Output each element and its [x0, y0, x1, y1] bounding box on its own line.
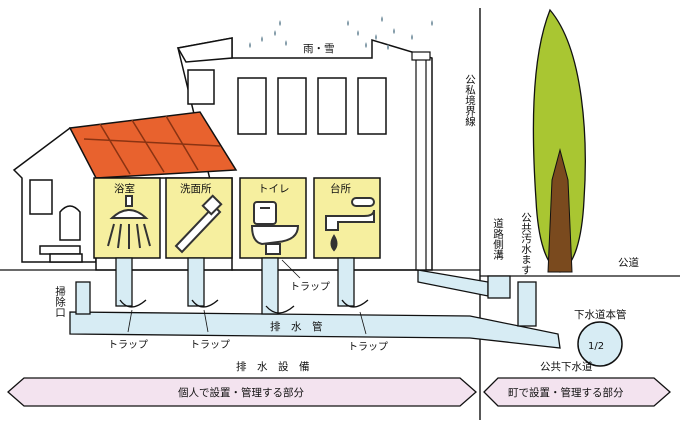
toothbrush-icon: [174, 194, 223, 254]
fixture-washroom: 洗面所: [165, 177, 233, 259]
public-sewer-manhole-label: 公共汚水ます: [520, 212, 532, 275]
faucet-icon: [325, 197, 375, 252]
drain-pipe-label: 排 水 管: [270, 320, 323, 333]
fixture-toilet-label: トイレ: [258, 183, 290, 195]
drain-pipes: [69, 257, 561, 349]
fixture-toilet: トイレ: [239, 177, 307, 259]
fixture-bath: 浴室: [93, 177, 161, 259]
public-sewerage-label: 公共下水道: [540, 360, 593, 373]
trap-label-3: トラップ: [290, 281, 330, 293]
house-roof: [68, 111, 238, 179]
cleanout-label: 掃除口: [54, 285, 66, 317]
boundary-label: 公私境界線: [464, 74, 476, 127]
fixture-washroom-label: 洗面所: [180, 183, 212, 195]
toilet-icon: [250, 201, 300, 255]
main-sewer-pipe: 1/2: [577, 321, 623, 367]
traps: [119, 299, 369, 314]
fixture-panels: 浴室 洗面所 トイレ: [93, 177, 381, 259]
trap-label-4: トラップ: [348, 341, 388, 353]
ground: [0, 269, 680, 277]
public-road-label: 公道: [618, 256, 639, 269]
rain-snow-label: 雨・雪: [303, 43, 335, 55]
road-gutter-label: 道路側溝: [492, 217, 504, 261]
fixture-kitchen: 台所: [313, 177, 381, 259]
private-section-label: 個人で設置・管理する部分: [178, 386, 304, 399]
rain-icon: [249, 16, 433, 50]
main-pipe-ratio: 1/2: [588, 341, 604, 352]
trap-label-1: トラップ: [108, 339, 148, 351]
shower-icon: [107, 195, 151, 249]
public-section-label: 町で設置・管理する部分: [508, 386, 624, 399]
drainage-equipment-label: 排 水 設 備: [236, 360, 310, 373]
trap-labels: トラップ トラップ トラップ トラップ: [108, 259, 388, 353]
fixture-kitchen-label: 台所: [330, 182, 351, 195]
main-sewer-label: 下水道本管: [574, 308, 627, 321]
trap-label-2: トラップ: [190, 339, 230, 351]
tree: [532, 8, 586, 273]
public-section-arrow: 町で設置・管理する部分: [483, 377, 671, 407]
private-section-arrow: 個人で設置・管理する部分: [7, 377, 477, 407]
fixture-bath-label: 浴室: [114, 182, 135, 195]
